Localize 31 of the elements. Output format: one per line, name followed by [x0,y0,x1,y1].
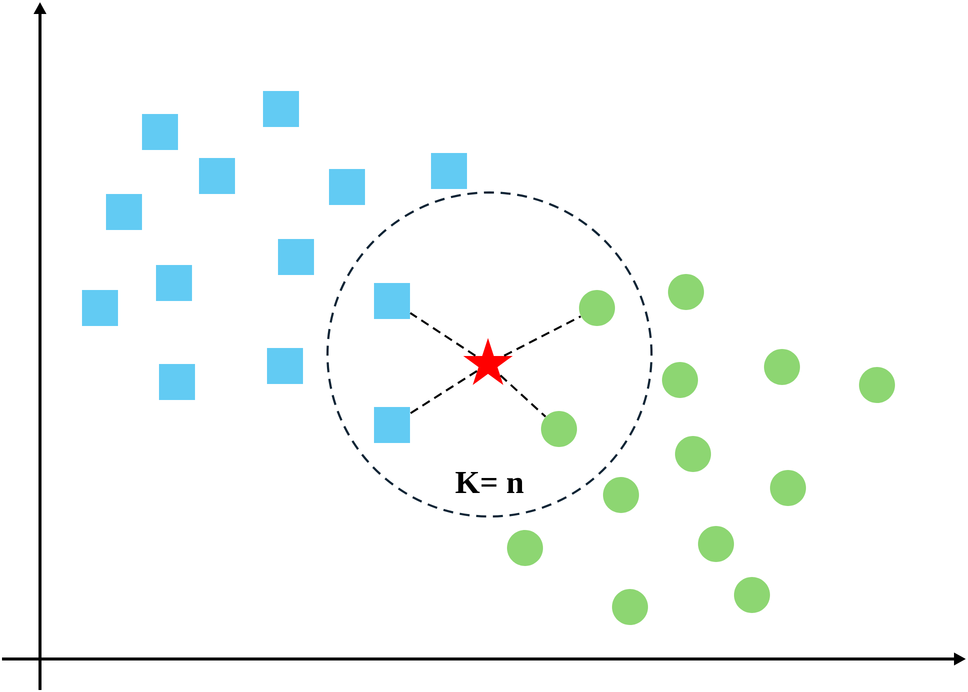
square-data-point [329,169,365,205]
square-data-point [431,153,467,189]
circle-data-point [579,290,615,326]
circle-data-point [603,477,639,513]
circle-data-point [764,349,800,385]
square-data-point [82,290,118,326]
circle-data-point [734,577,770,613]
dashed-line [504,315,582,357]
circle-data-point [668,274,704,310]
square-data-point [374,407,410,443]
square-data-point [263,91,299,127]
circle-data-point [675,436,711,472]
square-data-point [278,239,314,275]
circle-data-point [662,362,698,398]
star-marker [463,338,513,386]
square-data-point [106,194,142,230]
square-data-point [374,283,410,319]
dashed-line [410,312,476,357]
circle-data-point [507,530,543,566]
circle-data-point [859,367,895,403]
square-data-point [142,114,178,150]
dashed-line [500,374,546,418]
square-data-point [159,364,195,400]
square-data-point [199,158,235,194]
dashed-line [410,370,478,414]
circle-data-point [612,589,648,625]
square-data-point [267,348,303,384]
circle-data-point [541,411,577,447]
square-data-point [156,265,192,301]
circle-data-point [698,526,734,562]
circle-data-point [770,470,806,506]
